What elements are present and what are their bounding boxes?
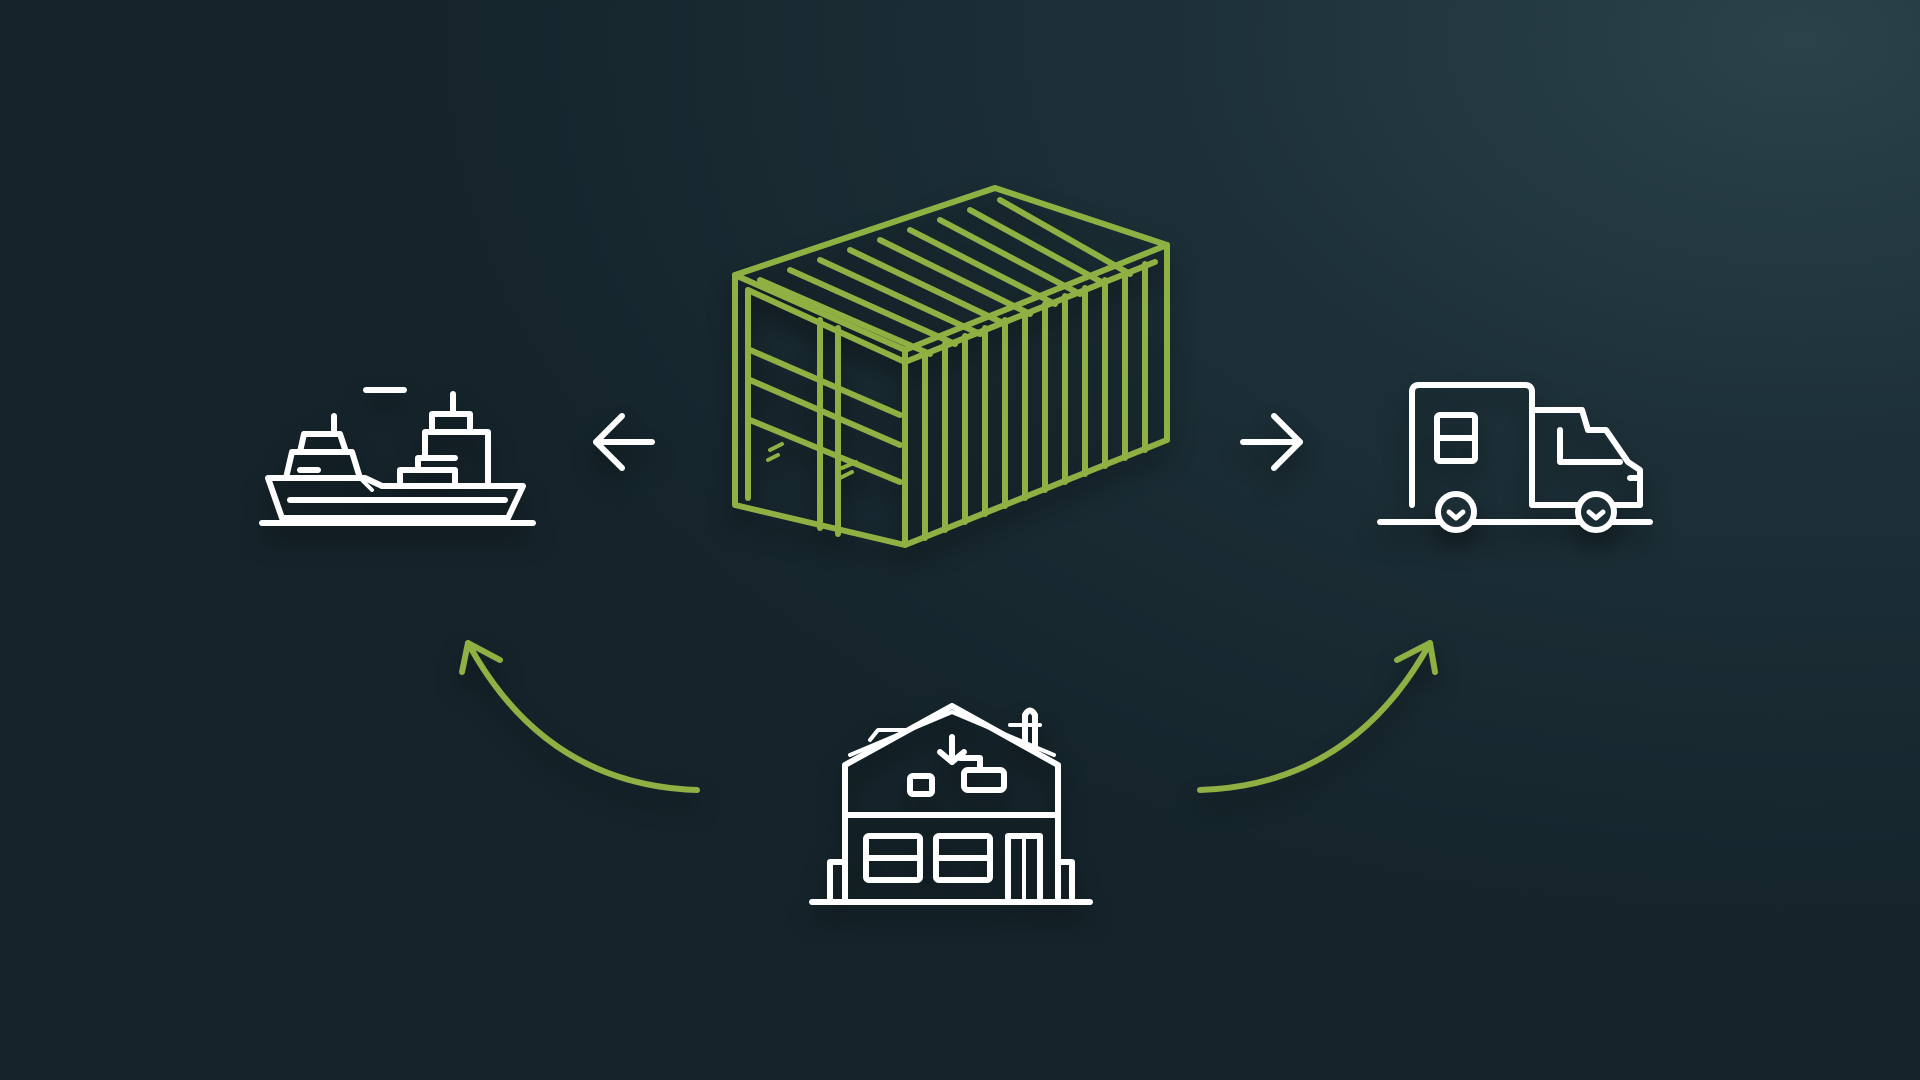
shipping-container-icon (732, 185, 1170, 548)
arrow-left-icon (593, 413, 655, 471)
curved-arrow-to-ship (459, 640, 700, 793)
arrow-right-icon (1240, 413, 1303, 471)
cargo-ship-icon (259, 387, 536, 526)
warehouse-factory-icon (809, 703, 1093, 905)
curved-arrow-to-truck (1197, 640, 1438, 793)
delivery-truck-icon (1377, 382, 1653, 533)
